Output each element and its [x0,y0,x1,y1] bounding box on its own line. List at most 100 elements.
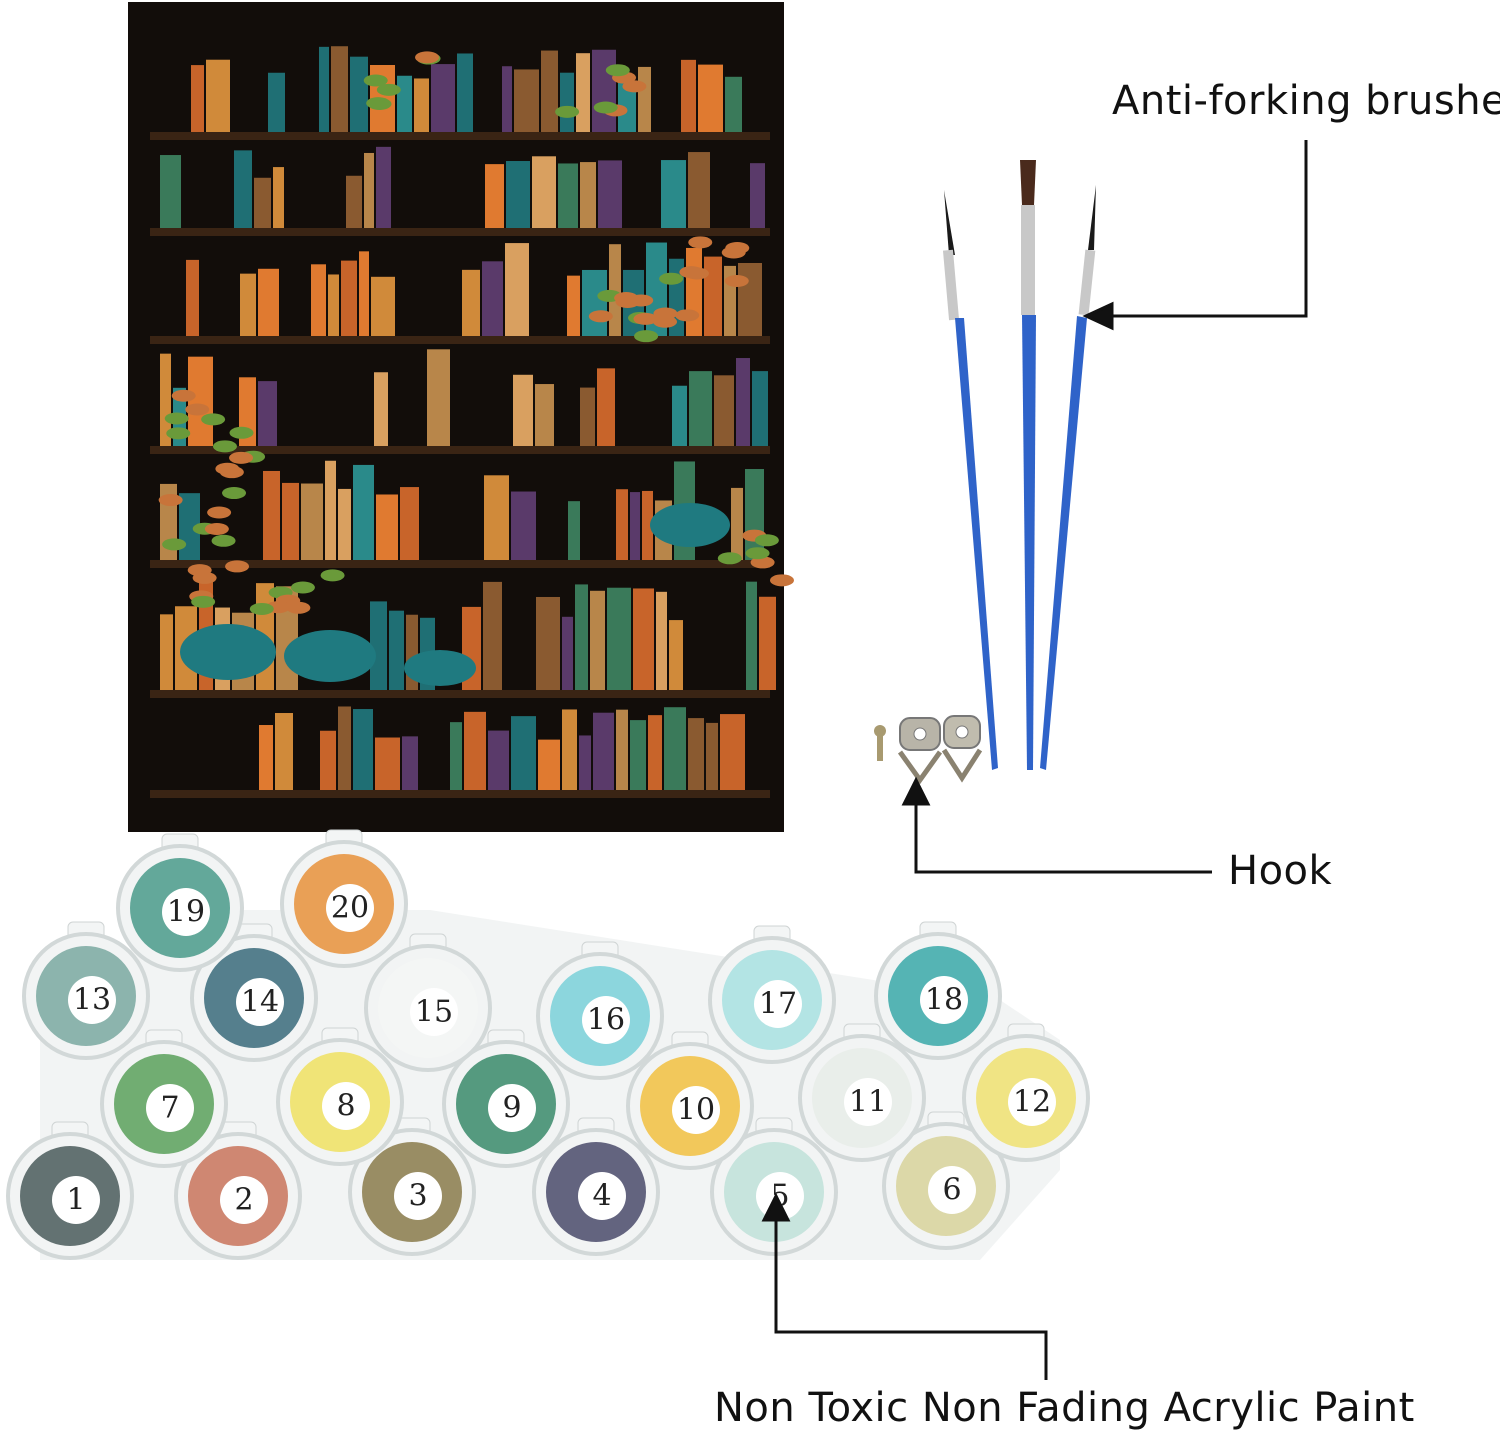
book [506,161,530,228]
book [725,76,742,132]
book [580,387,595,446]
book [642,490,653,560]
paint-pot-4: 4 [532,1117,660,1256]
callout-lines [761,140,1308,1380]
book [319,46,329,132]
book [607,587,631,690]
pot-number: 14 [241,985,279,1020]
hook-icon-2 [941,715,983,783]
book [488,730,509,790]
leaf [593,101,618,114]
paint-pot-8: 8 [276,1027,404,1166]
hooks [874,715,983,785]
pot-number: 18 [925,983,963,1018]
leaf [614,291,639,304]
book [592,49,616,132]
book [513,374,533,446]
book [311,264,326,336]
book [638,66,651,132]
book [370,601,387,690]
leaf [688,236,713,249]
leaf [249,602,274,615]
brush-middle [1020,160,1036,770]
shelf-board [150,336,770,344]
book [656,591,667,690]
pot-number-sticker [578,1172,626,1220]
book [341,260,357,336]
book [462,269,480,336]
pot-number-sticker [844,1078,892,1126]
pot-number-sticker [68,976,116,1024]
book [254,177,271,228]
pot-number-sticker [220,1176,268,1224]
paint-pot-12: 12 [962,1023,1090,1162]
book [186,259,199,336]
pot-number-sticker [410,988,458,1036]
leaf [622,80,647,93]
pot-number-sticker [162,888,210,936]
book [402,736,418,790]
book [538,739,560,790]
hook-icon [897,717,943,785]
leaf [158,494,183,507]
book [633,588,654,690]
paint-pot-14: 14 [190,923,318,1062]
book [750,163,765,228]
paint-pot-3: 3 [348,1117,476,1256]
shelf-board [150,446,770,454]
book [389,610,404,690]
book [400,487,419,560]
paint-pot-2: 2 [174,1121,302,1260]
leaf [634,330,659,343]
book [258,268,279,336]
pot-number-sticker [52,1176,100,1224]
book [616,709,628,790]
book [320,730,336,790]
book [160,353,171,446]
book [364,152,374,228]
pot-number-sticker [322,1082,370,1130]
book [598,160,622,228]
brush-left [942,190,998,770]
pot-number: 3 [408,1179,427,1214]
book [263,470,280,560]
book [532,156,556,228]
pot-number: 11 [849,1085,887,1120]
pot-number: 19 [167,895,205,930]
pot-number-sticker [1008,1078,1056,1126]
book [580,162,596,228]
book [206,59,230,132]
leaf [750,556,775,569]
leaf [166,427,191,440]
book [188,356,213,446]
shelf-board [150,690,770,698]
brushes-label: Anti-forking brushes [1112,78,1500,124]
book [431,64,455,132]
leaf [187,564,212,577]
book [353,464,374,560]
leaf [555,105,580,118]
book [258,381,277,446]
pot-number-sticker [754,980,802,1028]
book [346,175,362,228]
book [514,69,539,132]
book [714,375,734,446]
book [328,274,339,336]
book [558,163,578,228]
book [457,53,473,132]
book [593,712,614,790]
leaf [320,569,345,582]
book [541,50,558,132]
paint-pot-15: 15 [364,933,492,1072]
paint-label: Non Toxic Non Fading Acrylic Paint [714,1385,1415,1431]
paint-pot-7: 7 [100,1029,228,1168]
leaf [225,560,250,573]
pot-number-sticker [394,1172,442,1220]
book [630,492,640,560]
book [502,66,512,132]
book [482,261,503,336]
pot-number: 20 [331,891,369,926]
book [681,59,696,132]
book [511,491,536,560]
